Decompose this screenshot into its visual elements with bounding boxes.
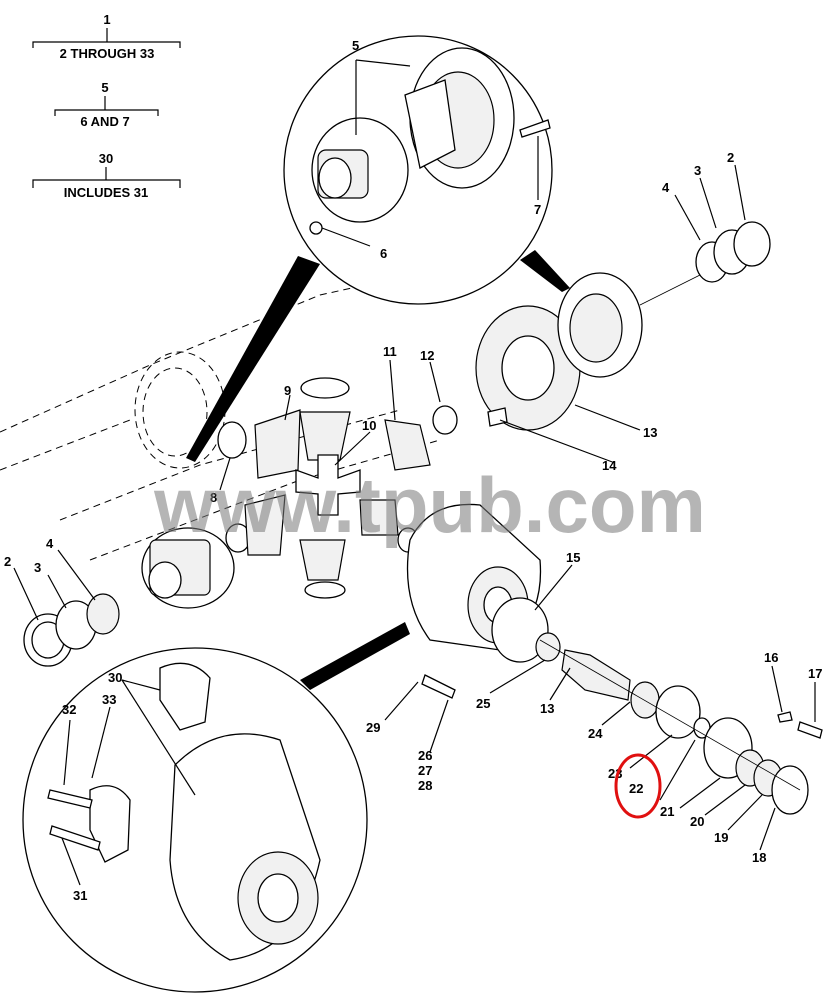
callout-label: 10: [362, 418, 376, 433]
callout-label: 18: [752, 850, 766, 865]
callout-label: 7: [534, 202, 541, 217]
legend-text: INCLUDES 31: [64, 185, 149, 200]
callout-label: 4: [46, 536, 54, 551]
callout-label: 16: [764, 650, 778, 665]
callout-label: 17: [808, 666, 822, 681]
callout-label: 24: [588, 726, 603, 741]
inset-circle-bottom: [22, 647, 368, 993]
legend-number: 1: [103, 12, 110, 27]
callout-label: 14: [602, 458, 617, 473]
callout-label: 31: [73, 888, 87, 903]
callout-label: 27: [418, 763, 432, 778]
highlight-circle: [614, 753, 662, 819]
callout-label: 25: [476, 696, 490, 711]
callout-label: 3: [694, 163, 701, 178]
legend-text: 6 AND 7: [80, 114, 129, 129]
callout-label: 33: [102, 692, 116, 707]
callout-label: 13: [540, 701, 554, 716]
callout-label: 13: [643, 425, 657, 440]
callout-label: 29: [366, 720, 380, 735]
leader-wedge: [520, 250, 570, 292]
callout-label: 4: [662, 180, 670, 195]
leader-lines: [13, 164, 816, 886]
callout-label: 30: [108, 670, 122, 685]
watermark: www.tpub.com: [153, 461, 706, 549]
callout-label: 21: [660, 804, 674, 819]
callout-label: 20: [690, 814, 704, 829]
callout-label: 2: [4, 554, 11, 569]
callout-label: 8: [210, 490, 217, 505]
carrier-housing: [406, 503, 823, 815]
ring-gear-assembly: [475, 221, 771, 431]
callouts: 5 6 7 4 3 2 9 11 12 10 8 13 14 15 16 17 …: [4, 38, 822, 903]
callout-label: 3: [34, 560, 41, 575]
legend-number: 30: [99, 151, 113, 166]
callout-label: 32: [62, 702, 76, 717]
legend: 1 2 THROUGH 33 5 6 AND 7 30 INCLUDES 31: [32, 12, 181, 200]
differential-assembly: [23, 377, 458, 667]
callout-label: 11: [383, 344, 397, 359]
callout-label: 28: [418, 778, 432, 793]
callout-label: 22: [629, 781, 643, 796]
leader-wedge: [300, 622, 410, 690]
callout-label: 19: [714, 830, 728, 845]
callout-label: 9: [284, 383, 291, 398]
callout-label: 26: [418, 748, 432, 763]
callout-label: 2: [727, 150, 734, 165]
callout-label: 6: [380, 246, 387, 261]
leader-wedge: [186, 256, 320, 462]
callout-label: 12: [420, 348, 434, 363]
legend-number: 5: [101, 80, 108, 95]
callout-label: 5: [352, 38, 359, 53]
inset-circle-top: [283, 35, 553, 305]
legend-text: 2 THROUGH 33: [60, 46, 155, 61]
callout-label: 15: [566, 550, 580, 565]
